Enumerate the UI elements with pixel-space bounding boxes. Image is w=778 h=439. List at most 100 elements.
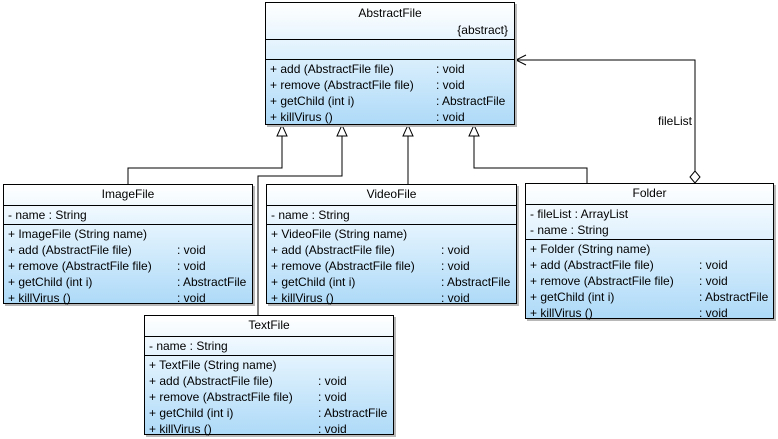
operation-row: + getChild (int i) : AbstractFile bbox=[271, 274, 516, 290]
operation-signature: + getChild (int i) bbox=[271, 275, 356, 289]
operation-row: + killVirus () : void bbox=[271, 290, 516, 306]
operation-signature: + remove (AbstractFile file) bbox=[149, 390, 293, 404]
class-name: VideoFile bbox=[366, 187, 417, 201]
operation-row: + add (AbstractFile file): void bbox=[149, 373, 393, 389]
return-type: : void bbox=[177, 291, 206, 305]
attribute-signature: - name : String bbox=[149, 339, 228, 353]
operation-signature: + killVirus () bbox=[149, 422, 212, 436]
operation-signature: + killVirus () bbox=[8, 291, 71, 305]
return-type: : void bbox=[436, 78, 465, 92]
attributes-section: - fileList : ArrayList - name : String bbox=[526, 205, 773, 240]
operation-signature: + remove (AbstractFile file) bbox=[530, 274, 674, 288]
attribute-signature: - name : String bbox=[271, 208, 350, 222]
operation-signature: + remove (AbstractFile file) bbox=[8, 259, 152, 273]
textfile-generalization-arrowhead bbox=[336, 123, 348, 137]
operation-signature: + add (AbstractFile file) bbox=[530, 258, 654, 272]
class-textfile[interactable]: TextFile - name : String + TextFile (Str… bbox=[144, 315, 394, 438]
operation-row: + add (AbstractFile file) : void bbox=[530, 257, 773, 273]
folder-generalization-line bbox=[473, 136, 588, 183]
operation-signature: + killVirus () bbox=[271, 291, 334, 305]
return-type: : void bbox=[441, 243, 470, 257]
class-name-section: TextFile bbox=[145, 316, 393, 337]
class-name: TextFile bbox=[248, 318, 290, 332]
operation-signature: + Folder (String name) bbox=[530, 242, 651, 256]
return-type: : void bbox=[318, 374, 347, 388]
textfile-generalization-line bbox=[257, 136, 343, 315]
attributes-section bbox=[266, 40, 514, 60]
operations-section: + ImageFile (String name)+ add (Abstract… bbox=[4, 225, 252, 307]
attribute-signature: - name : String bbox=[530, 223, 609, 237]
class-name-section: ImageFile bbox=[4, 185, 252, 206]
operation-row: + killVirus (): void bbox=[530, 305, 773, 321]
operation-signature: + getChild (int i) bbox=[8, 275, 93, 289]
operation-signature: + getChild (int i) bbox=[149, 406, 234, 420]
operation-row: + remove (AbstractFile file) : void bbox=[271, 258, 516, 274]
return-type: : void bbox=[177, 243, 206, 257]
operations-section: + Folder (String name)+ add (AbstractFil… bbox=[526, 240, 773, 322]
return-type: : AbstractFile bbox=[441, 275, 511, 289]
attribute-row: - name : String bbox=[149, 338, 393, 354]
operation-row: + getChild (int i): AbstractFile bbox=[530, 289, 773, 305]
return-type: : void bbox=[441, 291, 470, 305]
class-name: Folder bbox=[632, 186, 667, 200]
class-folder[interactable]: Folder - fileList : ArrayList - name : St… bbox=[525, 183, 774, 322]
imagefile-generalization-arrowhead bbox=[276, 123, 288, 137]
operation-row: + add (AbstractFile file) : void bbox=[271, 242, 516, 258]
operation-signature: + remove (AbstractFile file) bbox=[271, 259, 415, 273]
attribute-signature: - fileList : ArrayList bbox=[530, 207, 629, 221]
attribute-signature: - name : String bbox=[8, 208, 87, 222]
operation-signature: + killVirus () bbox=[530, 306, 593, 320]
operation-signature: + TextFile (String name) bbox=[149, 358, 277, 372]
operation-row: + add (AbstractFile file) : void bbox=[270, 61, 514, 77]
attribute-row: - name : String bbox=[530, 222, 773, 238]
operation-signature: + VideoFile (String name) bbox=[271, 227, 408, 241]
attribute-row: - name : String bbox=[271, 207, 516, 223]
imagefile-generalization-line bbox=[127, 136, 283, 184]
operation-signature: + add (AbstractFile file) bbox=[271, 243, 395, 257]
operation-row: + remove (AbstractFile file) : void bbox=[530, 273, 773, 289]
operation-signature: + add (AbstractFile file) bbox=[270, 62, 394, 76]
videofile-generalization-arrowhead bbox=[402, 123, 414, 137]
operations-section: + add (AbstractFile file) : void + remove … bbox=[266, 60, 514, 126]
return-type: : AbstractFile bbox=[318, 406, 388, 420]
operation-row: + getChild (int i) : AbstractFile bbox=[270, 93, 514, 109]
operation-row: + killVirus () : void bbox=[149, 421, 393, 437]
return-type: : void bbox=[699, 274, 728, 288]
class-imagefile[interactable]: ImageFile - name : String + ImageFile (S… bbox=[3, 184, 253, 307]
operations-section: + VideoFile (String name)+ add (Abstract… bbox=[267, 225, 516, 307]
return-type: : void bbox=[699, 258, 728, 272]
attributes-section: - name : String bbox=[4, 206, 252, 225]
class-name-section: Folder bbox=[526, 184, 773, 205]
class-abstractfile[interactable]: AbstractFile {abstract} + add (AbstractF… bbox=[265, 2, 515, 125]
operations-section: + TextFile (String name)+ add (AbstractF… bbox=[145, 356, 393, 438]
attributes-section: - name : String bbox=[145, 337, 393, 356]
class-videofile[interactable]: VideoFile - name : String + VideoFile (S… bbox=[266, 184, 517, 307]
return-type: : AbstractFile bbox=[436, 94, 506, 108]
return-type: : void bbox=[436, 62, 465, 76]
class-name-section: VideoFile bbox=[267, 185, 516, 206]
return-type: : void bbox=[177, 259, 206, 273]
operation-signature: + remove (AbstractFile file) bbox=[270, 78, 414, 92]
operation-signature: + getChild (int i) bbox=[530, 290, 615, 304]
return-type: : void bbox=[441, 259, 470, 273]
attributes-section: - name : String bbox=[267, 206, 516, 225]
attribute-row: - fileList : ArrayList bbox=[530, 206, 773, 222]
stereotype-label: {abstract} bbox=[457, 23, 508, 37]
return-type: : AbstractFile bbox=[177, 275, 247, 289]
class-name: ImageFile bbox=[101, 187, 155, 201]
operation-row: + TextFile (String name) bbox=[149, 357, 393, 373]
operation-row: + killVirus (): void bbox=[270, 109, 514, 125]
return-type: : void bbox=[318, 422, 347, 436]
operation-row: + getChild (int i) : AbstractFile bbox=[8, 274, 252, 290]
attribute-row: - name : String bbox=[8, 207, 252, 223]
class-name-section: AbstractFile {abstract} bbox=[266, 3, 514, 40]
operation-row: + VideoFile (String name) bbox=[271, 226, 516, 242]
operation-row: + killVirus () : void bbox=[8, 290, 252, 306]
operation-signature: + getChild (int i) bbox=[270, 94, 355, 108]
folder-aggregation-line bbox=[516, 59, 696, 171]
operation-row: + ImageFile (String name) bbox=[8, 226, 252, 242]
operation-row: + remove (AbstractFile file) : void bbox=[8, 258, 252, 274]
return-type: : void bbox=[318, 390, 347, 404]
operation-signature: + add (AbstractFile file) bbox=[8, 243, 132, 257]
